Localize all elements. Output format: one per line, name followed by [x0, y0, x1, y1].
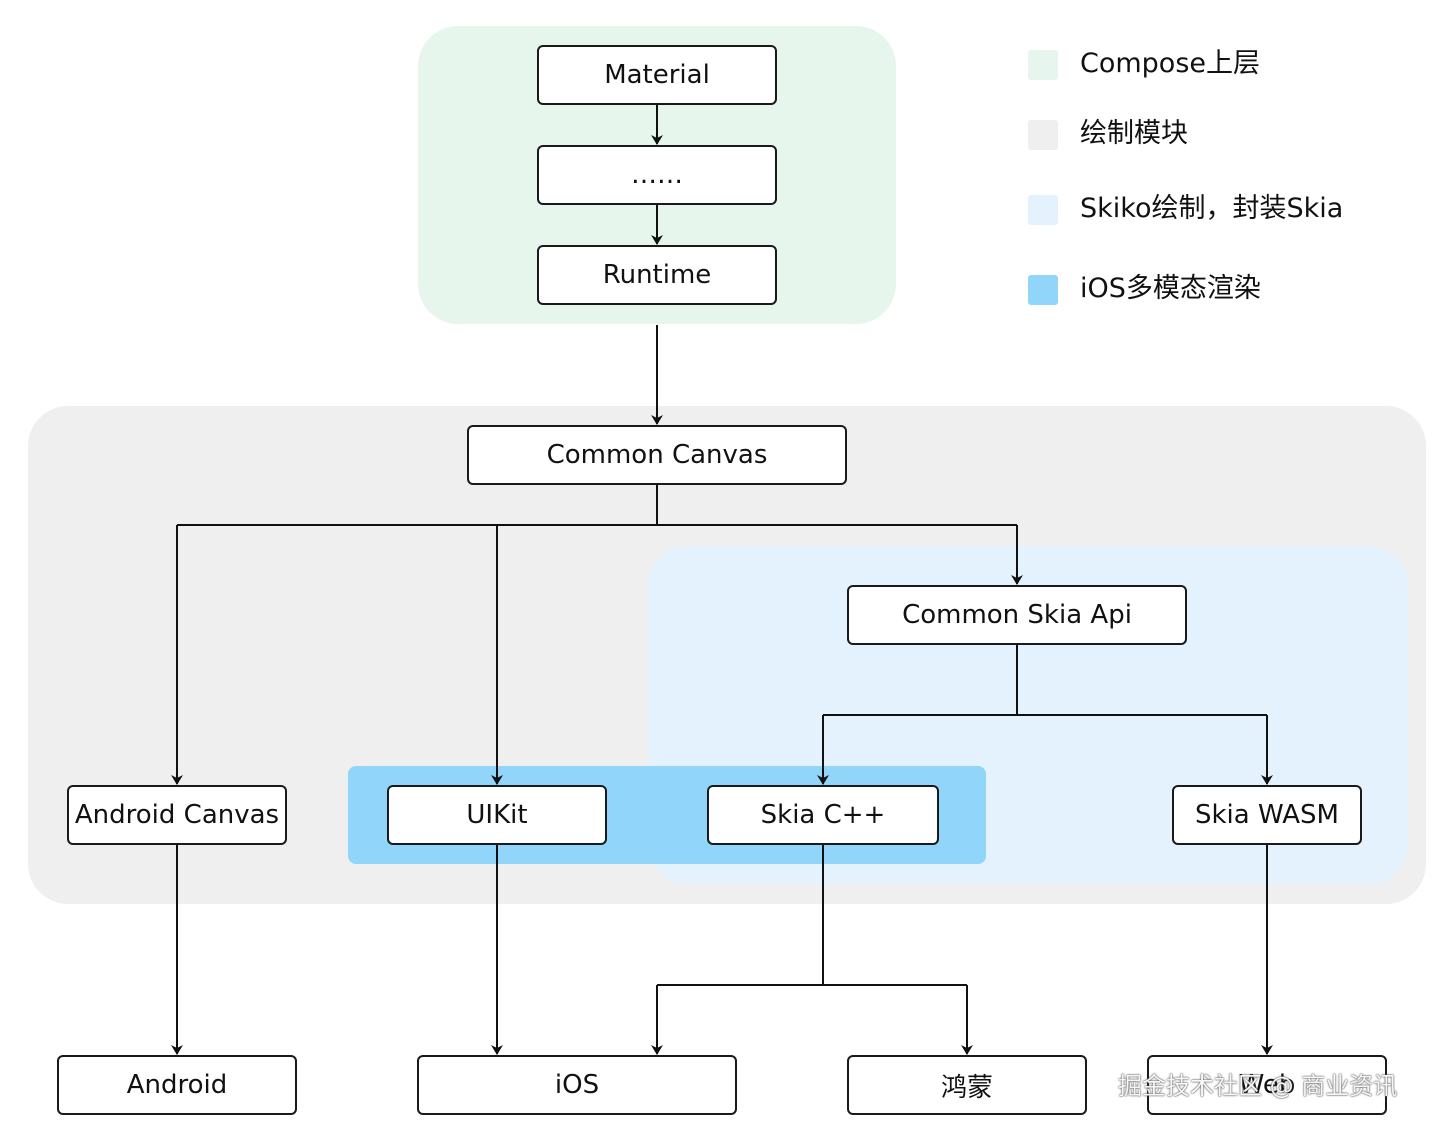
legend-label-drawing-module: 绘制模块	[1080, 118, 1188, 149]
legend-swatch-compose	[1028, 50, 1058, 80]
material-node: Material	[537, 45, 777, 105]
web-node: Web	[1147, 1055, 1387, 1115]
common-canvas-node: Common Canvas	[467, 425, 847, 485]
harmony-node: 鸿蒙	[847, 1055, 1087, 1115]
legend-swatch-ios-multimodal	[1028, 275, 1058, 305]
legend-label-skiko: Skiko绘制，封装Skia	[1080, 193, 1344, 224]
android-node: Android	[57, 1055, 297, 1115]
ellipsis-node: ……	[537, 145, 777, 205]
watermark: 掘金技术社区 @ 商业资讯	[1118, 1072, 1398, 1100]
skia-wasm-node: Skia WASM	[1172, 785, 1362, 845]
ios-node: iOS	[417, 1055, 737, 1115]
legend-label-ios-multimodal: iOS多模态渲染	[1080, 273, 1261, 304]
runtime-node: Runtime	[537, 245, 777, 305]
skia-cpp-node: Skia C++	[707, 785, 939, 845]
common-skia-api-node: Common Skia Api	[847, 585, 1187, 645]
edge-skia-api-branch	[823, 645, 1267, 716]
edge-skia-cpp-branch	[657, 845, 967, 986]
legend-swatch-drawing-module	[1028, 120, 1058, 150]
android-canvas-node: Android Canvas	[67, 785, 287, 845]
legend-swatch-skiko	[1028, 195, 1058, 225]
uikit-node: UIKit	[387, 785, 607, 845]
legend-label-compose: Compose上层	[1080, 48, 1261, 79]
edge-canvas-branch	[177, 485, 1017, 526]
